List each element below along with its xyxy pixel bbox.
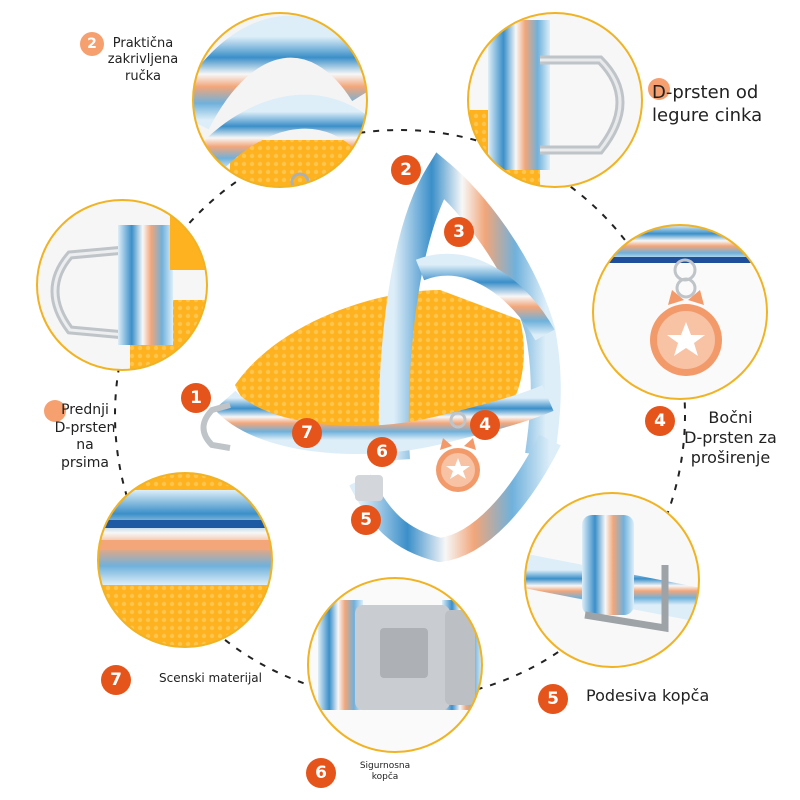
label-handle-text: Praktična zakrivljena ručka <box>107 36 179 84</box>
label-side-dring-text: Bočni D-prsten za proširenje <box>684 408 777 467</box>
harness-marker-2: 2 <box>391 155 421 185</box>
dashed-connector-ring <box>114 129 686 701</box>
label-front-dring-dot <box>44 400 66 422</box>
detail-circle-material <box>97 472 273 648</box>
detail-circle-side-dring <box>592 224 768 400</box>
central-harness <box>200 152 561 563</box>
harness-marker-3: 3 <box>444 217 474 247</box>
detail-circle-safety-buckle <box>307 577 483 753</box>
harness-marker-6: 6 <box>367 437 397 467</box>
label-dring-zinc-text: D-prsten od legure cinka <box>652 82 763 126</box>
label-handle-badge: 2 <box>80 32 104 56</box>
detail-circle-handle <box>192 12 368 188</box>
detail-circle-adjust-buckle <box>524 492 700 668</box>
label-adjust-buckle-text: Podesiva kopča <box>586 686 710 705</box>
detail-circle-dring-zinc <box>467 12 643 188</box>
harness-marker-1: 1 <box>181 383 211 413</box>
label-safety-buckle-badge: 6 <box>306 758 336 788</box>
harness-marker-7: 7 <box>292 418 322 448</box>
detail-circle-front-dring <box>36 199 208 371</box>
harness-marker-4: 4 <box>470 410 500 440</box>
label-material-text: Scenski materijal <box>159 671 262 685</box>
label-dring-zinc-dot <box>648 78 670 100</box>
label-front-dring-text: Prednji D-prsten na prsima <box>54 402 116 471</box>
label-side-dring-badge: 4 <box>645 406 675 436</box>
label-adjust-buckle-badge: 5 <box>538 684 568 714</box>
harness-marker-5: 5 <box>351 505 381 535</box>
label-safety-buckle-text: Sigurnosna kopča <box>359 761 411 783</box>
label-material-badge: 7 <box>101 665 131 695</box>
